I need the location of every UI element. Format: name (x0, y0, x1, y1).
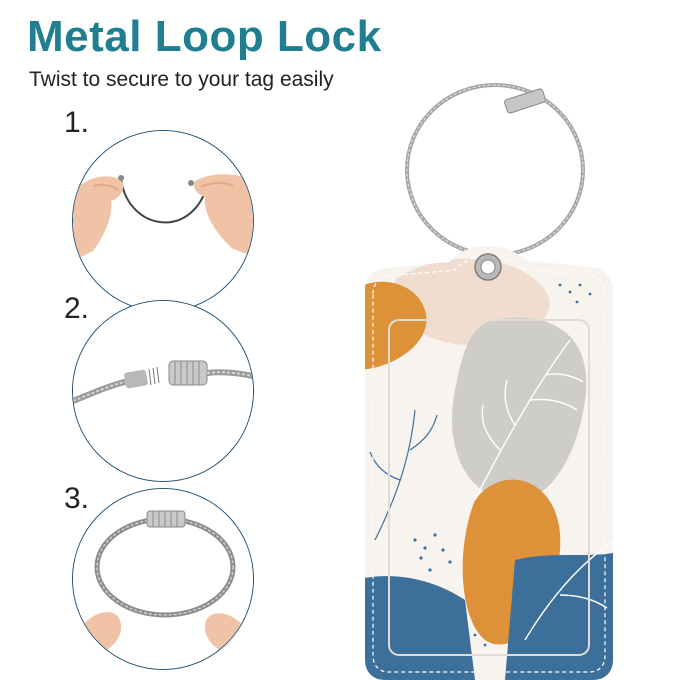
page-title: Metal Loop Lock (27, 12, 382, 61)
page-subtitle: Twist to secure to your tag easily (29, 68, 334, 91)
step-1-image (72, 130, 254, 312)
step-2-illustration (73, 301, 253, 481)
step-2-image (72, 300, 254, 482)
step-1-illustration (73, 131, 253, 311)
step-3-illustration (73, 489, 253, 669)
step-2-number: 2. (64, 292, 90, 325)
luggage-tag-image (355, 80, 625, 680)
step-3-number: 3. (64, 482, 90, 515)
step-1-number: 1. (64, 106, 90, 139)
step-3-image (72, 488, 254, 670)
luggage-tag-illustration (365, 83, 613, 680)
